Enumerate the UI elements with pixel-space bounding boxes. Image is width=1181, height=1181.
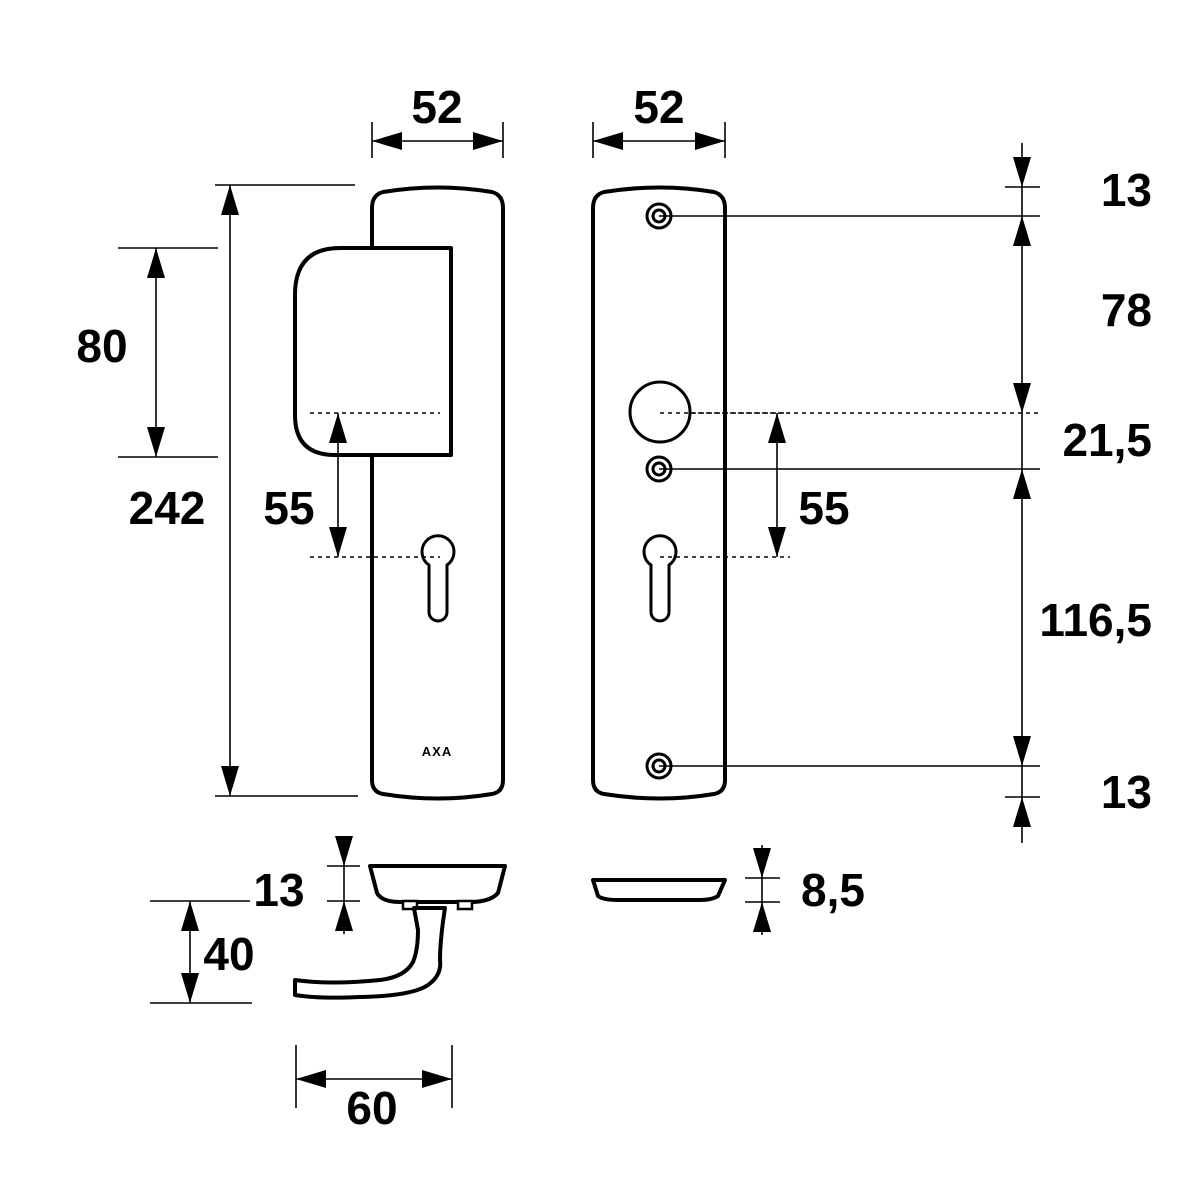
spindle-hole [628,380,692,444]
back-plate-profile [591,878,727,902]
front-width-label: 52 [411,81,462,133]
handle-length-label: 60 [346,1082,397,1134]
back-plate-side-view [591,878,727,902]
back-plate-outline [591,185,727,801]
handle-projection-label: 40 [203,928,254,980]
brand-logo: AXA [422,744,452,759]
screw-to-spindle-label: 78 [1101,284,1152,336]
handle-side-view [293,864,507,1000]
rose-thickness-label: 13 [253,864,304,916]
handle-block [293,246,453,457]
back-keyhole [642,534,678,623]
back-plate [591,185,727,801]
front-plate: AXA [293,185,505,801]
spindle-to-screw-label: 21,5 [1062,414,1152,466]
front-spindle-cylinder-label: 55 [263,482,314,534]
handle-block-height-label: 80 [76,320,127,372]
screw-to-bottom-screw-label: 116,5 [1039,594,1152,646]
back-plate-thickness-label: 8,5 [801,864,865,916]
overall-height-label: 242 [129,482,206,534]
lever-profile [293,906,447,1000]
rose-profile [368,864,507,904]
bottom-screw-offset-label: 13 [1101,766,1152,818]
top-screw-offset-label: 13 [1101,164,1152,216]
back-spindle-cylinder-label: 55 [798,482,849,534]
dimension-lines [118,122,1040,1108]
dimension-labels: 52 52 242 80 55 55 13 78 21,5 116,5 13 1… [76,81,1152,1134]
back-width-label: 52 [633,81,684,133]
